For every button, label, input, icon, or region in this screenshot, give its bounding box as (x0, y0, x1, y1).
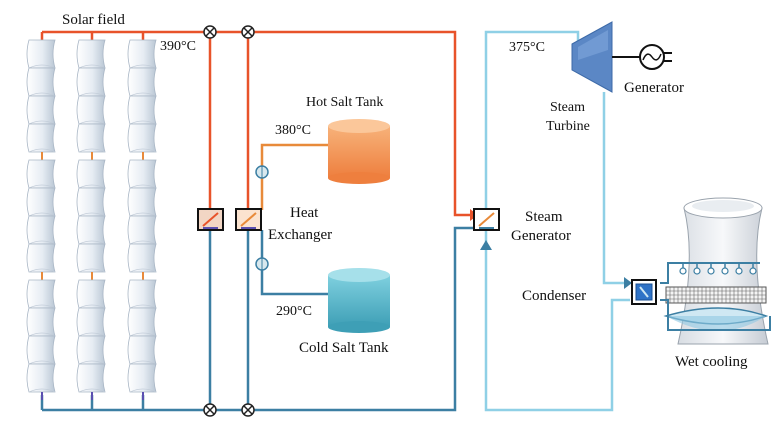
collector-module (76, 279, 106, 400)
pump-cold-icon (255, 257, 269, 271)
collector-module (26, 159, 56, 280)
spray-nozzles (679, 263, 757, 275)
labels: Solar field 390°C Hot Salt Tank 380°C He… (62, 12, 748, 370)
hot-htf-pipes (40, 30, 470, 217)
collector-module (76, 159, 106, 280)
spray-nozzle-icon (693, 267, 701, 275)
valve-top-left-icon (203, 25, 217, 39)
feedwater-return (484, 228, 630, 412)
turbine-exhaust (602, 92, 630, 285)
collector-module (127, 159, 157, 280)
steam-generator-icon (473, 208, 500, 231)
steam-temp-label: 375°C (509, 40, 545, 55)
pump-hot-icon (255, 165, 269, 179)
solar-collectors (26, 39, 157, 400)
hot-salt-tank-icon (328, 119, 390, 184)
wet-cooling-label: Wet cooling (675, 354, 748, 370)
steam-generator-label-2: Generator (511, 228, 571, 244)
hot-salt-temp-label: 380°C (275, 123, 311, 138)
wet-cooling-tower-icon (660, 197, 771, 345)
generator-label: Generator (624, 80, 684, 96)
fill-grid-lines (666, 287, 766, 303)
valve-top-right-icon (241, 25, 255, 39)
collector-module (76, 39, 106, 160)
spray-nozzle-icon (679, 267, 687, 275)
steam-generator-label-1: Steam (525, 209, 563, 225)
heat-exchanger-right-icon (235, 208, 262, 231)
solar-field-outlet-header (42, 30, 470, 217)
cold-salt-temp-label: 290°C (276, 304, 312, 319)
heat-exchanger-label-1: Heat (290, 205, 319, 221)
hot-salt-pipe (260, 143, 330, 210)
flow-arrow-to-condenser (624, 277, 632, 289)
steam-turbine-icon (571, 21, 640, 93)
condenser-icon (631, 279, 657, 305)
collector-module (127, 39, 157, 160)
valve-bottom-left-icon (203, 403, 217, 417)
heat-exchanger-left-icon (197, 208, 224, 231)
hot-outlet-temp-label: 390°C (160, 39, 196, 54)
generator-icon (639, 44, 672, 70)
solar-field-label: Solar field (62, 12, 125, 28)
hot-salt-tank-label: Hot Salt Tank (306, 95, 383, 110)
spray-nozzle-icon (721, 267, 729, 275)
cold-salt-pipe (260, 230, 330, 296)
steam-cycle-pipes (484, 30, 630, 412)
collector-module (26, 39, 56, 160)
collector-module (26, 279, 56, 400)
spray-nozzle-icon (735, 267, 743, 275)
collector-module (127, 279, 157, 400)
condenser-label: Condenser (522, 288, 586, 304)
steam-turbine-label-2: Turbine (546, 119, 590, 134)
cold-salt-tank-label: Cold Salt Tank (299, 340, 389, 356)
return-header (42, 226, 478, 412)
heat-exchanger-label-2: Exchanger (268, 227, 332, 243)
flow-arrow-feedwater (480, 240, 492, 250)
cold-htf-pipes (40, 226, 478, 412)
spray-nozzle-icon (749, 267, 757, 275)
spray-nozzle-icon (707, 267, 715, 275)
valve-bottom-right-icon (241, 403, 255, 417)
valves (203, 25, 255, 417)
steam-to-turbine (484, 30, 580, 212)
steam-turbine-label-1: Steam (550, 100, 585, 115)
cold-salt-tank-icon (328, 268, 390, 333)
